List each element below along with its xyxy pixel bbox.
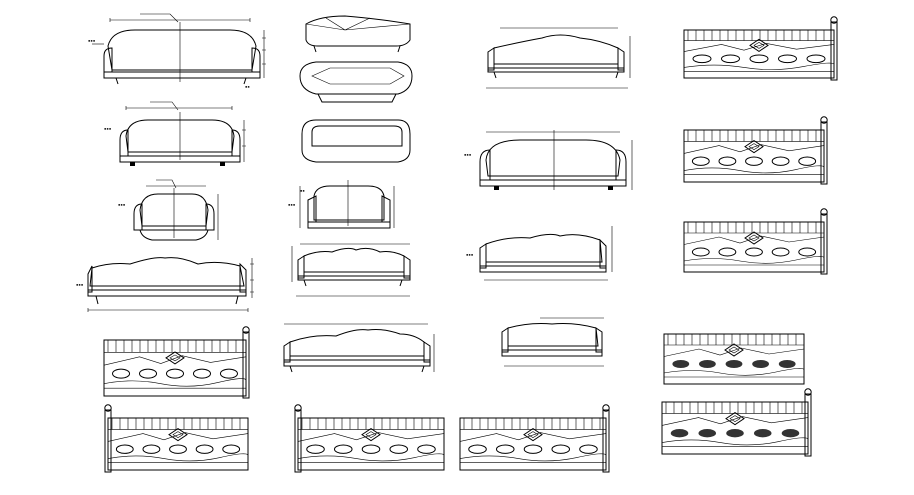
svg-text:▪▪▪: ▪▪▪ xyxy=(464,152,471,157)
svg-text:▪▪: ▪▪ xyxy=(300,188,305,193)
svg-text:▪▪▪: ▪▪▪ xyxy=(466,252,473,257)
svg-text:▪▪▪: ▪▪▪ xyxy=(76,282,83,287)
svg-text:▪▪▪: ▪▪▪ xyxy=(118,202,125,207)
daybed-panel-5 xyxy=(104,404,249,473)
sofa-elevation-4: ▪▪▪ xyxy=(76,257,254,312)
svg-text:▪▪▪: ▪▪▪ xyxy=(88,38,95,43)
daybed-panel-9 xyxy=(661,388,812,457)
sofa-elevation-1: ▪▪▪ ▪▪ xyxy=(88,13,266,89)
sofa-elevation-2: ▪▪▪ xyxy=(104,101,246,166)
daybed-panel-8 xyxy=(663,333,805,385)
daybed-panel-1 xyxy=(683,16,838,81)
sofa-plan-views xyxy=(299,15,413,163)
sofa-elevation-10: ▪▪▪ xyxy=(466,226,613,281)
sofa-elevation-6 xyxy=(291,243,411,297)
sofa-elevation-8 xyxy=(486,27,631,89)
svg-text:▪▪▪: ▪▪▪ xyxy=(104,126,111,131)
daybed-panel-6 xyxy=(294,404,445,473)
daybed-panel-4 xyxy=(103,326,250,399)
sofa-elevation-5: ▪▪▪ ▪▪ xyxy=(288,180,395,229)
sofa-elevation-11 xyxy=(501,317,604,367)
daybed-panel-2 xyxy=(683,116,828,185)
svg-text:▪▪▪: ▪▪▪ xyxy=(288,202,295,207)
svg-text:▪▪: ▪▪ xyxy=(245,84,250,89)
sofa-elevation-3: ▪▪▪ xyxy=(118,179,219,241)
sofa-elevation-7 xyxy=(283,323,435,373)
daybed-panel-3 xyxy=(683,208,828,275)
daybed-panel-7 xyxy=(459,404,610,473)
daybed-panels xyxy=(103,16,838,473)
sofa-elevation-9: ▪▪▪ xyxy=(464,130,633,190)
